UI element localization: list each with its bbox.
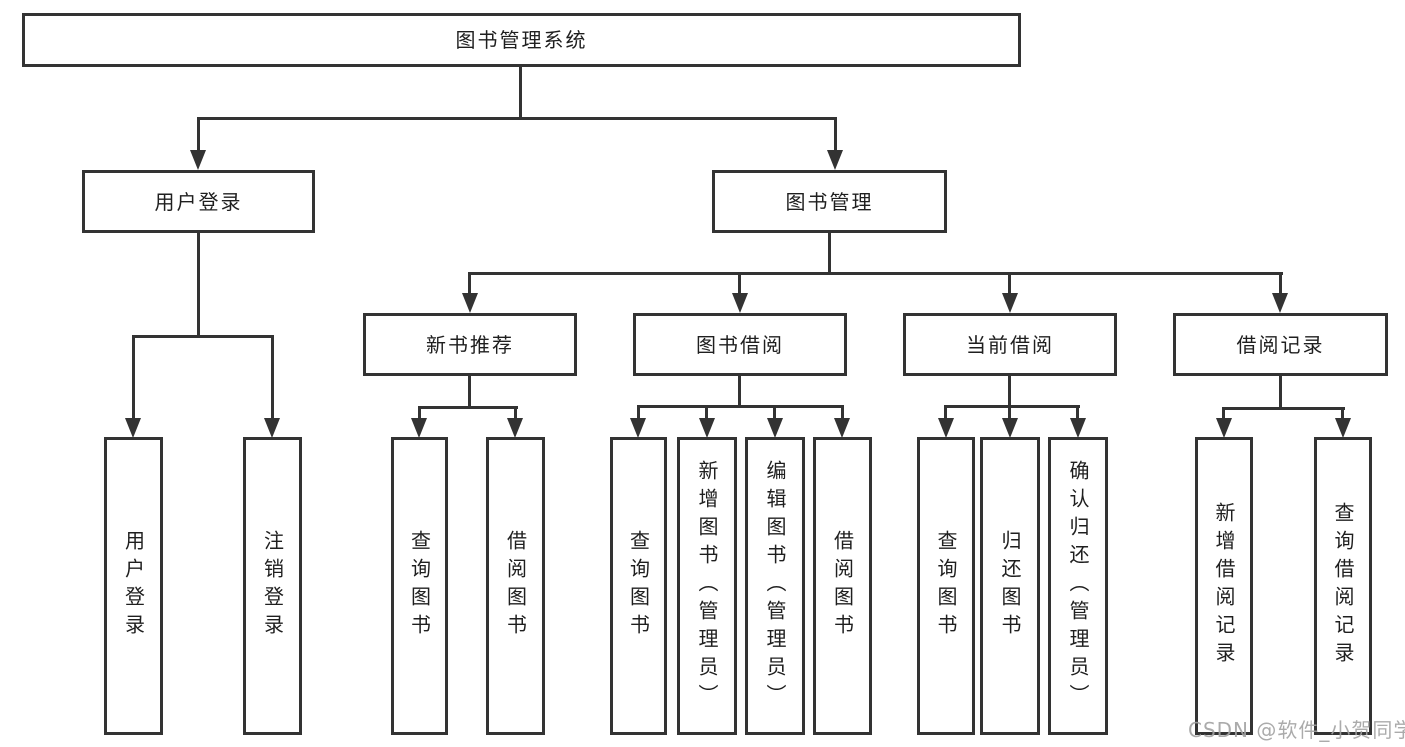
arrowhead-icon xyxy=(630,418,646,438)
arrowhead-icon xyxy=(507,418,523,438)
leaf-borrowing-add-books-admin: 新增图书（管理员） xyxy=(677,437,737,735)
csdn-watermark: CSDN @软件_小贺同学 xyxy=(1188,718,1405,742)
arrowhead-icon xyxy=(190,150,206,170)
leaf-current-confirm-return-admin-label: 确认归还（管理员） xyxy=(1066,460,1090,712)
connector-drop-book-borrowing xyxy=(738,275,741,295)
leaf-user-login: 用户登录 xyxy=(104,437,163,735)
arrowhead-icon xyxy=(411,418,427,438)
connector-recommend-horizontal xyxy=(418,406,518,409)
connector-recommend-stem xyxy=(468,376,471,408)
connector-drop-borrow-records xyxy=(1279,275,1282,295)
leaf-recommend-query-books: 查询图书 xyxy=(391,437,448,735)
leaf-current-query-books-label: 查询图书 xyxy=(934,530,958,642)
node-current-borrowing-label: 当前借阅 xyxy=(966,332,1054,357)
connector-drop-current-return xyxy=(1008,408,1011,418)
arrowhead-icon xyxy=(938,418,954,438)
connector-current-stem xyxy=(1008,376,1011,407)
node-book-borrowing-label: 图书借阅 xyxy=(696,332,784,357)
leaf-borrowing-edit-books-admin: 编辑图书（管理员） xyxy=(745,437,805,735)
connector-drop-new-book-recommend xyxy=(468,275,471,295)
leaf-current-confirm-return-admin: 确认归还（管理员） xyxy=(1048,437,1108,735)
node-current-borrowing: 当前借阅 xyxy=(903,313,1117,376)
leaf-borrowing-borrow-books-label: 借阅图书 xyxy=(830,530,855,642)
arrowhead-icon xyxy=(1335,418,1351,438)
arrowhead-icon xyxy=(125,418,141,438)
leaf-borrowing-query-books: 查询图书 xyxy=(610,437,667,735)
node-borrow-records: 借阅记录 xyxy=(1173,313,1388,376)
leaf-recommend-borrow-books: 借阅图书 xyxy=(486,437,545,735)
connector-root-stem xyxy=(519,66,522,119)
connector-drop-current-query xyxy=(944,408,947,418)
node-book-management: 图书管理 xyxy=(712,170,947,233)
arrowhead-icon xyxy=(1002,418,1018,438)
node-new-book-recommend-label: 新书推荐 xyxy=(426,332,514,357)
connector-drop-borrowing-add xyxy=(705,408,708,418)
arrowhead-icon xyxy=(1070,418,1086,438)
arrowhead-icon xyxy=(699,418,715,438)
connector-drop-leaf-logout xyxy=(271,338,274,418)
node-new-book-recommend: 新书推荐 xyxy=(363,313,577,376)
node-book-borrowing: 图书借阅 xyxy=(633,313,847,376)
node-root: 图书管理系统 xyxy=(22,13,1021,67)
leaf-logout-label: 注销登录 xyxy=(260,530,285,642)
node-user-login: 用户登录 xyxy=(82,170,315,233)
node-root-label: 图书管理系统 xyxy=(455,28,588,52)
connector-borrowing-stem xyxy=(738,376,741,407)
arrowhead-icon xyxy=(264,418,280,438)
leaf-current-return-books-label: 归还图书 xyxy=(998,530,1022,642)
arrowhead-icon xyxy=(1002,293,1018,313)
connector-drop-records-add xyxy=(1222,410,1225,419)
connector-drop-current-confirm xyxy=(1076,408,1079,418)
arrowhead-icon xyxy=(462,293,478,313)
connector-records-horizontal xyxy=(1222,407,1345,410)
connector-book-management-stem xyxy=(828,233,831,274)
connector-drop-recommend-query xyxy=(418,409,421,420)
connector-borrowing-horizontal xyxy=(637,405,844,408)
arrowhead-icon xyxy=(827,150,843,170)
leaf-logout: 注销登录 xyxy=(243,437,302,735)
leaf-user-login-label: 用户登录 xyxy=(121,530,146,642)
arrowhead-icon xyxy=(732,293,748,313)
connector-user-login-horizontal xyxy=(132,335,274,338)
connector-drop-current-borrowing xyxy=(1008,275,1011,295)
connector-user-login-stem xyxy=(197,233,200,337)
connector-drop-user-login xyxy=(197,120,200,152)
leaf-records-add-record-label: 新增借阅记录 xyxy=(1212,502,1236,670)
leaf-recommend-borrow-books-label: 借阅图书 xyxy=(503,530,528,642)
connector-drop-leaf-user-login xyxy=(132,338,135,418)
connector-drop-borrowing-edit xyxy=(773,408,776,418)
connector-drop-book-management xyxy=(834,120,837,152)
connector-drop-records-query xyxy=(1341,410,1344,419)
node-user-login-label: 用户登录 xyxy=(154,189,243,214)
node-borrow-records-label: 借阅记录 xyxy=(1236,332,1325,357)
leaf-borrowing-add-books-admin-label: 新增图书（管理员） xyxy=(695,460,719,712)
arrowhead-icon xyxy=(1216,418,1232,438)
leaf-current-return-books: 归还图书 xyxy=(980,437,1040,735)
leaf-borrowing-borrow-books: 借阅图书 xyxy=(813,437,872,735)
arrowhead-icon xyxy=(1272,293,1288,313)
leaf-recommend-query-books-label: 查询图书 xyxy=(407,530,432,642)
connector-current-horizontal xyxy=(944,405,1080,408)
arrowhead-icon xyxy=(834,418,850,438)
leaf-records-add-record: 新增借阅记录 xyxy=(1195,437,1253,735)
connector-records-stem xyxy=(1279,376,1282,409)
node-book-management-label: 图书管理 xyxy=(785,189,874,214)
connector-drop-recommend-borrow xyxy=(514,409,517,420)
connector-level1-horizontal xyxy=(197,117,837,120)
arrowhead-icon xyxy=(767,418,783,438)
leaf-records-query-record-label: 查询借阅记录 xyxy=(1331,502,1355,670)
connector-level3-horizontal xyxy=(468,272,1283,275)
connector-drop-borrowing-query xyxy=(637,408,640,418)
leaf-records-query-record: 查询借阅记录 xyxy=(1314,437,1372,735)
leaf-current-query-books: 查询图书 xyxy=(917,437,975,735)
leaf-borrowing-edit-books-admin-label: 编辑图书（管理员） xyxy=(763,460,787,712)
leaf-borrowing-query-books-label: 查询图书 xyxy=(626,530,651,642)
connector-drop-borrowing-borrow xyxy=(841,408,844,418)
